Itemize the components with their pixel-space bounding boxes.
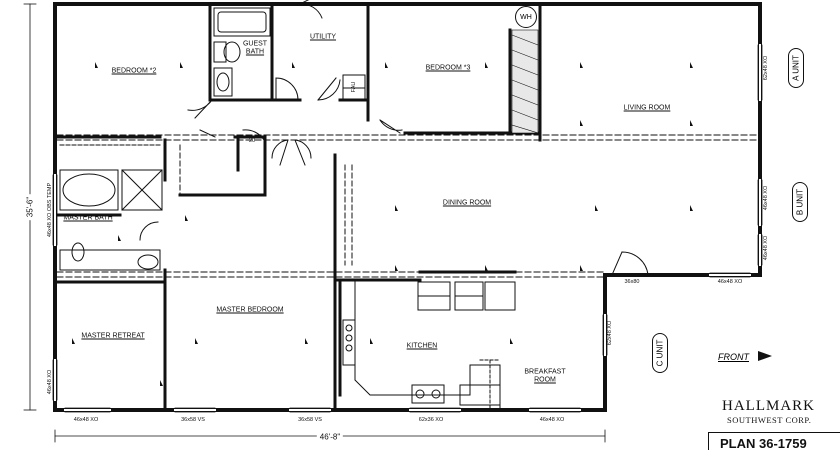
window-label-bottom-3: 36x58 VS: [298, 417, 322, 423]
room-label-bedroom2: BEDROOM *2: [111, 67, 157, 75]
brand-subtitle: SOUTHWEST CORP.: [727, 415, 812, 425]
window-label-bottom-2: 36x58 VS: [181, 417, 205, 423]
room-label-master-bath: MASTER BATH: [63, 214, 113, 222]
room-label-guest-bath-2: BATH: [245, 48, 265, 56]
window-label-left-1: 46x48 XO OBS TEMP: [47, 182, 53, 238]
front-door: [611, 251, 649, 276]
plan-box-side: [708, 432, 709, 450]
window-label-bottom-1: 46x48 XO: [73, 417, 99, 423]
window-label-bottom-4: 62x36 XO: [418, 417, 444, 423]
master-bath-fixtures: [59, 144, 163, 271]
plan-number: PLAN 36-1759: [720, 436, 807, 451]
window-glass: [52, 44, 763, 413]
window-label-right-a: 62x48 XO: [763, 55, 769, 81]
brand-name: HALLMARK: [722, 398, 815, 414]
unit-c-marker: C UNIT: [652, 333, 668, 373]
master-bath-walls: [55, 138, 337, 412]
room-label-utility: UTILITY: [309, 33, 337, 41]
window-label-right-b1: 46x48 XO: [763, 185, 769, 211]
window-label-right-b2: 46x48 XO: [763, 235, 769, 261]
front-label: FRONT: [718, 352, 749, 362]
unit-c-label: C UNIT: [655, 339, 665, 367]
unit-a-label: A UNIT: [791, 55, 801, 81]
guest-bath-fixtures: [213, 7, 271, 97]
electrical-markers: [72, 62, 693, 386]
window-label-bottom-5: 46x48 XO: [539, 417, 565, 423]
room-label-dining-room: DINING ROOM: [442, 199, 492, 207]
unit-b-label: B UNIT: [795, 188, 805, 216]
window-label-c-right: 62x48 XO: [607, 320, 613, 346]
water-heater-icon: WH: [515, 6, 537, 28]
kitchen-walls: [333, 270, 517, 397]
front-arrow-icon: [758, 351, 772, 361]
dimension-width: 46'-8": [316, 432, 344, 442]
fau-label: FAU: [351, 81, 357, 93]
room-label-breakfast-1: BREAKFAST: [524, 368, 566, 376]
plan-box-top: [708, 432, 840, 433]
room-label-breakfast-2: ROOM: [534, 376, 556, 384]
cabinet-code: 20: [248, 138, 256, 144]
fau-unit: [342, 74, 366, 101]
unit-a-marker: A UNIT: [788, 48, 804, 88]
closet-lines: [179, 144, 353, 266]
room-label-bedroom3: BEDROOM *3: [425, 64, 471, 72]
dimension-depth: 35'-6": [25, 193, 35, 221]
door-swings: [187, 0, 403, 166]
room-label-master-bedroom: MASTER BEDROOM: [216, 306, 284, 314]
unit-b-marker: B UNIT: [792, 182, 808, 222]
room-label-master-retreat: MASTER RETREAT: [81, 332, 145, 340]
kitchen-fixtures: [342, 279, 516, 411]
window-openings: [54, 44, 761, 411]
room-label-living-room: LIVING ROOM: [623, 104, 671, 112]
room-label-kitchen: KITCHEN: [406, 342, 438, 350]
room-label-guest-bath-1: GUEST: [242, 40, 268, 48]
window-label-b-bottom: 46x48 XO: [717, 279, 743, 285]
door-label-b: 36x80: [624, 279, 640, 285]
closet-hatch: [511, 29, 539, 134]
window-label-left-2: 46x48 XO: [47, 369, 53, 395]
